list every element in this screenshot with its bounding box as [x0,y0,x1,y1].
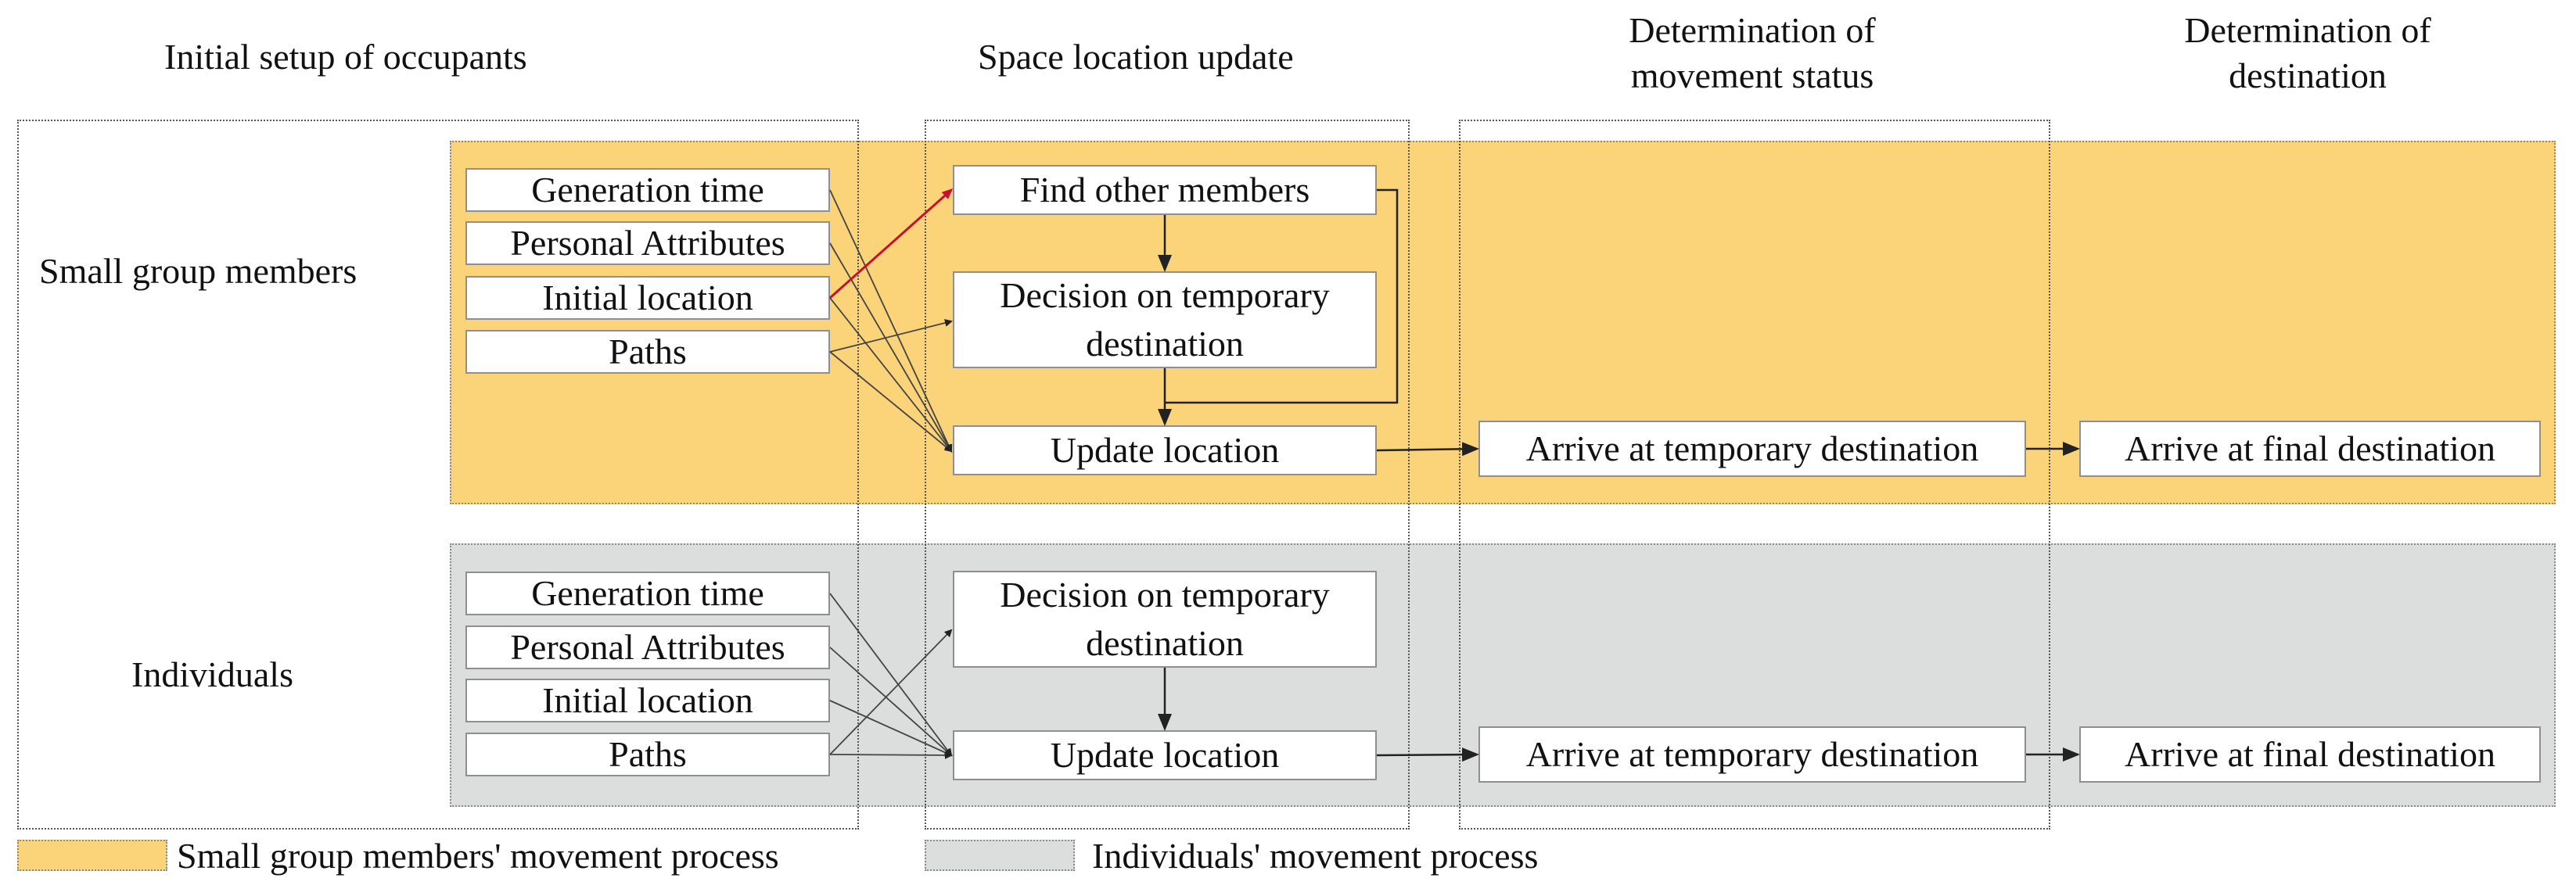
individual-decision-temporary-destination: Decision on temporary destination [953,571,1377,668]
individual-arrow-personal-attributes [829,647,953,757]
individual-arrow-paths-to-update [829,751,953,759]
individual-decision-line1: Decision on temporary [1000,575,1330,615]
group-find-other-members: Find other members [953,165,1377,215]
group-arrow-update-to-arrive-temp [1376,442,1479,457]
individual-update-location: Update location [953,730,1377,780]
group-attr-paths: Paths [465,330,830,374]
legend-label-group: Small group members' movement process [177,836,779,876]
individual-attr-personal-attributes: Personal Attributes [465,625,830,669]
group-arrow-paths-to-update [829,351,953,453]
header-initial-setup: Initial setup of occupants [164,37,527,77]
header-space-location-update: Space location update [978,37,1294,77]
legend-swatch-group [17,840,167,871]
header-destination: Determination of destination [2120,8,2495,99]
legend-swatch-individual [925,840,1075,871]
header-destination-line1: Determination of [2184,10,2431,50]
group-attr-initial-location: Initial location [465,276,830,320]
header-movement-status-line1: Determination of [1629,10,1876,50]
group-red-arrow-to-find-members [829,188,954,299]
phase-frame-movement [1459,120,2050,830]
group-decision-line2: destination [1086,324,1244,364]
row-label-small-group: Small group members [39,251,357,291]
individual-arrow-generation-time [829,593,953,757]
group-update-location: Update location [953,425,1377,475]
individual-arrow-paths-to-decision [829,629,953,755]
group-decision-line1: Decision on temporary [1000,275,1330,315]
header-movement-status-line2: movement status [1630,56,1874,95]
individual-arrive-temporary: Arrive at temporary destination [1478,726,2026,783]
group-arrow-initial-location [829,297,953,453]
row-label-individuals: Individuals [131,654,293,694]
individual-attr-paths: Paths [465,733,830,776]
group-feedback-loop [1165,188,1399,404]
individual-arrive-final: Arrive at final destination [2079,726,2541,783]
group-arrow-paths-to-decision [829,319,953,353]
individual-attr-generation-time: Generation time [465,572,830,615]
group-attr-generation-time: Generation time [465,168,830,212]
phase-frame-setup [17,120,859,830]
header-movement-status: Determination of movement status [1565,8,1940,99]
group-decision-temporary-destination: Decision on temporary destination [953,271,1377,368]
individual-decision-line2: destination [1086,623,1244,663]
group-arrow-generation-time [829,189,953,453]
individual-arrow-update-to-arrive-temp [1376,747,1479,762]
individual-attr-initial-location: Initial location [465,679,830,722]
group-arrive-final: Arrive at final destination [2079,421,2541,477]
header-destination-line2: destination [2229,56,2387,95]
legend-label-individual: Individuals' movement process [1092,836,1539,876]
group-attr-personal-attributes: Personal Attributes [465,221,830,265]
individual-arrow-initial-location [829,700,953,757]
group-arrow-personal-attributes [829,242,953,453]
group-arrive-temporary: Arrive at temporary destination [1478,421,2026,477]
phase-frame-space [925,120,1410,830]
